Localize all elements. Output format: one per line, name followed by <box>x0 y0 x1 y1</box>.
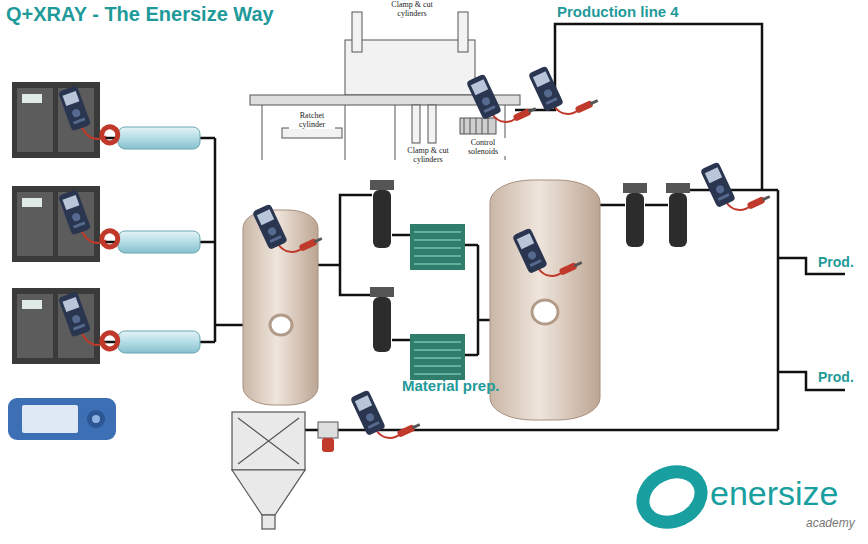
filter-regulator <box>318 422 338 438</box>
compressor <box>17 88 53 152</box>
flow-meter <box>700 148 771 222</box>
clamp-meter <box>58 284 120 360</box>
line-filter <box>373 190 391 248</box>
flow-meter <box>252 52 771 450</box>
filter-regulator <box>318 422 338 452</box>
machine-illustration <box>464 118 488 134</box>
machine-illustration <box>282 128 342 138</box>
line-label: Production line 4 <box>557 3 679 20</box>
machine-illustration <box>458 12 468 52</box>
air-dryer <box>410 224 465 380</box>
air-receiver <box>270 315 292 335</box>
machine-illustration <box>412 105 420 143</box>
logo-text: enersize <box>710 474 839 513</box>
part-label: Ratchet cylinder <box>289 111 335 129</box>
flow-meter <box>466 60 537 134</box>
pipe-network <box>100 138 243 342</box>
clamp-meter <box>58 78 120 154</box>
diagram-title: Q+XRAY - The Enersize Way <box>6 3 274 26</box>
line-label: Prod. <box>818 369 854 385</box>
line-filter <box>370 180 394 190</box>
flow-meter <box>528 52 599 126</box>
part-label: Clamp & cut cylinders <box>401 146 455 164</box>
part-label: Clamp & cut cylinders <box>379 0 445 18</box>
compressor <box>22 198 42 207</box>
compressor <box>22 300 42 309</box>
compressor <box>17 294 53 358</box>
logo-mark <box>635 463 710 532</box>
machine-illustration <box>428 105 436 143</box>
air-dryer <box>414 342 461 374</box>
flow-meter <box>252 190 323 264</box>
air-receiver <box>490 180 600 420</box>
line-filter <box>666 183 690 193</box>
air-dryer <box>414 232 461 264</box>
line-filter <box>370 180 690 352</box>
logo-subtext: academy <box>806 517 855 531</box>
data-logger <box>8 398 116 440</box>
data-logger <box>87 410 105 428</box>
dust-collector <box>262 515 275 529</box>
dust-collector <box>232 412 305 470</box>
aftercooler <box>118 331 200 353</box>
line-label: Prod. <box>818 254 854 270</box>
data-logger <box>8 398 116 440</box>
data-logger <box>92 415 100 423</box>
compressor <box>17 192 53 256</box>
air-receiver <box>532 300 558 324</box>
data-logger <box>22 405 78 433</box>
line-filter <box>669 193 687 247</box>
flow-meter <box>512 214 583 288</box>
line-filter <box>626 193 644 247</box>
compressor <box>22 94 42 103</box>
dust-collector <box>232 412 305 529</box>
machine-illustration <box>352 12 362 52</box>
pipe-network <box>465 245 492 355</box>
clamp-meter <box>58 182 120 258</box>
aftercooler <box>118 231 200 253</box>
line-label: Material prep. <box>402 377 500 394</box>
machine-illustration <box>345 40 475 95</box>
line-filter <box>373 297 391 352</box>
pipe-network <box>515 24 762 190</box>
pipe-network <box>318 195 372 295</box>
dust-collector <box>238 418 299 464</box>
line-filter <box>623 183 647 193</box>
air-dryer <box>410 224 465 270</box>
dust-collector <box>232 470 305 515</box>
part-label: Control solenoids <box>458 138 508 156</box>
logo-mark <box>635 463 710 532</box>
filter-regulator <box>322 438 334 452</box>
pipe-network <box>600 190 778 430</box>
pipe-network <box>100 24 845 430</box>
air-receiver <box>243 180 600 420</box>
aftercooler <box>118 127 200 149</box>
clamp-meter <box>58 78 120 360</box>
air-dryer <box>410 334 465 380</box>
pipe-network <box>392 235 410 340</box>
line-filter <box>370 287 394 297</box>
machine-illustration <box>460 118 496 134</box>
aftercooler <box>118 127 200 353</box>
